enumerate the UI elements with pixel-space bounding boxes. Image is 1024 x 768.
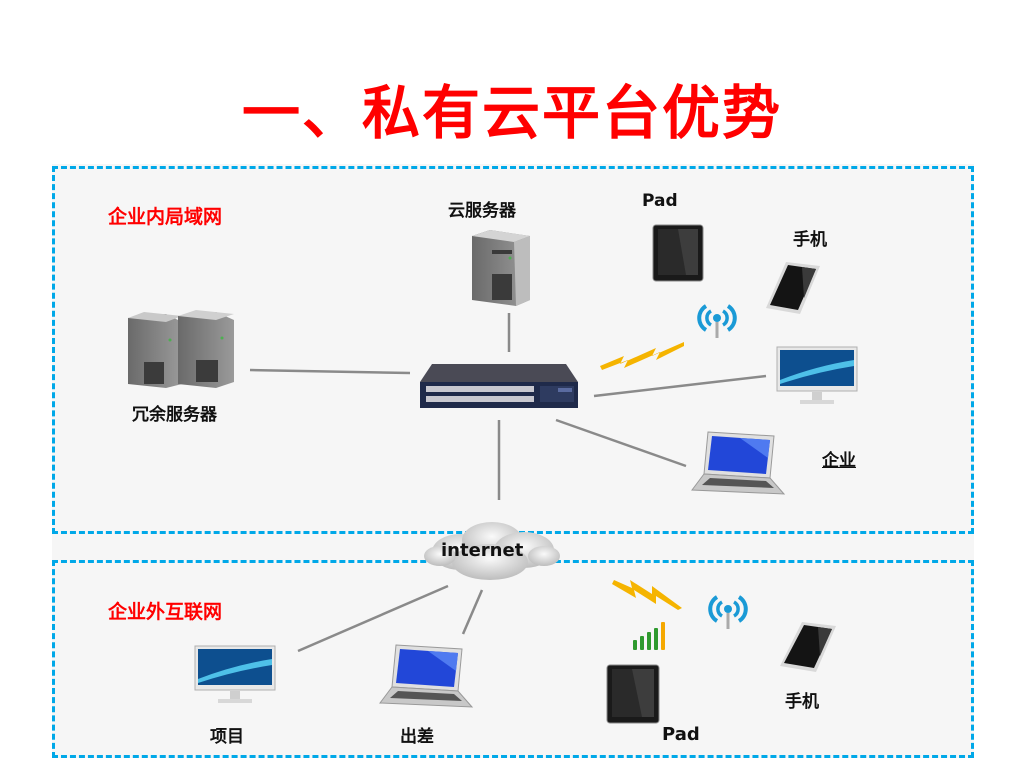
lan-zone-label: 企业内局域网 (108, 206, 223, 228)
wifi-antenna-icon (694, 300, 740, 344)
internet-label: internet (441, 540, 524, 561)
lan-laptop-label: 企业 (822, 451, 856, 471)
wan-desktop-label: 项目 (210, 727, 244, 747)
link-redundant-servers-switch (249, 368, 411, 375)
signal-bars-icon (632, 620, 668, 656)
wifi-antenna-icon (705, 593, 751, 637)
link-internet-travel-laptop (461, 589, 484, 635)
laptop-icon[interactable] (378, 643, 474, 719)
wan-pad-label: Pad (662, 724, 700, 745)
lan-pad-label: Pad (642, 191, 678, 211)
smartphone-icon[interactable] (764, 260, 824, 322)
wan-zone-label: 企业外互联网 (108, 601, 223, 623)
smartphone-icon[interactable] (778, 620, 838, 680)
cloud-icon[interactable] (420, 518, 562, 586)
link-internet-project-desktop (297, 584, 449, 653)
link-switch-laptop (555, 418, 687, 468)
desktop-monitor-icon[interactable] (776, 346, 858, 412)
desktop-monitor-icon[interactable] (194, 645, 276, 711)
server-pair-icon[interactable] (124, 310, 239, 394)
page-title: 一、私有云平台优势 (241, 79, 782, 147)
wan-laptop-label: 出差 (400, 727, 434, 747)
link-switch-desktop (593, 374, 767, 398)
network-switch-icon[interactable] (420, 364, 580, 414)
lightning-bolt-icon (598, 332, 686, 376)
cloud-server-label: 云服务器 (448, 201, 516, 221)
lan-phone-label: 手机 (793, 230, 827, 250)
tablet-icon[interactable] (652, 224, 704, 286)
laptop-icon[interactable] (690, 430, 786, 506)
redundant-servers-label: 冗余服务器 (132, 405, 217, 425)
server-tower-icon[interactable] (470, 230, 534, 312)
wan-phone-label: 手机 (785, 692, 819, 712)
lightning-bolt-icon (612, 574, 684, 618)
tablet-icon[interactable] (606, 664, 660, 728)
